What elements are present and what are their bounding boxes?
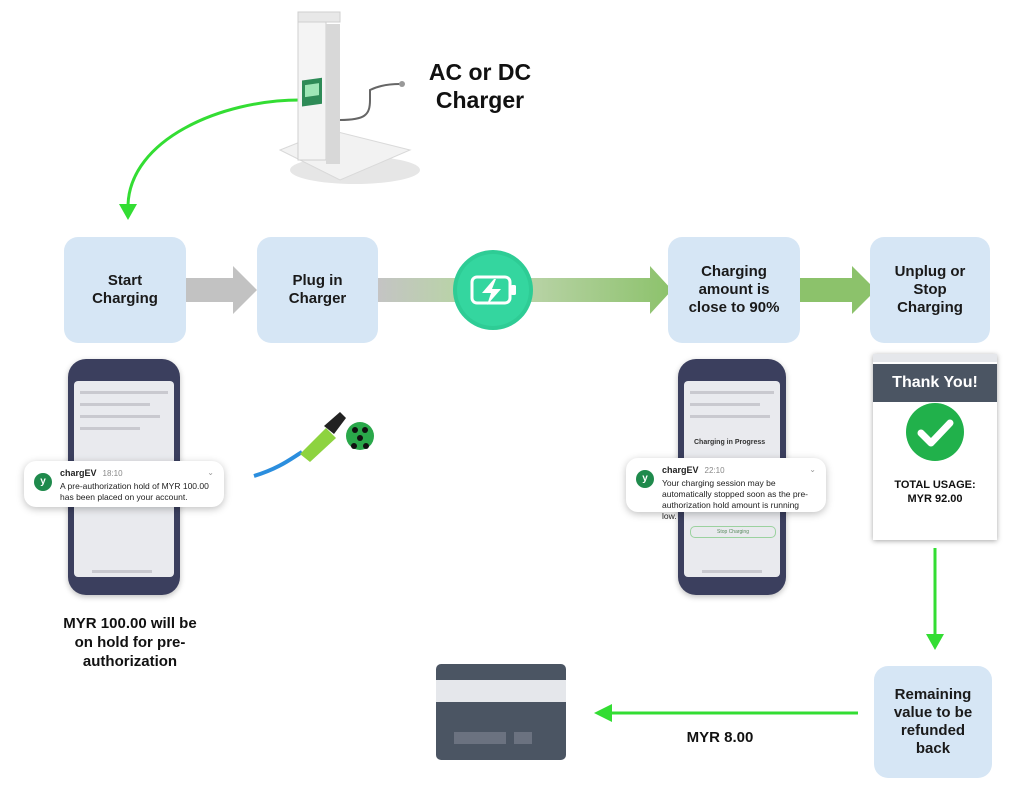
- charging-station-icon: [278, 11, 420, 184]
- charger-title: AC or DC Charger: [428, 59, 532, 113]
- notification-app-name: chargEV: [662, 465, 699, 475]
- chargev-logo-icon: y: [636, 470, 654, 488]
- charging-progress-heading: Charging in Progress: [694, 439, 766, 446]
- chevron-down-icon: ⌄: [207, 468, 214, 477]
- notification-message: A pre-authorization hold of MYR 100.00 h…: [60, 481, 209, 502]
- credit-card-icon: [436, 664, 566, 760]
- step-charging-amount: Charging amount is close to 90%: [668, 237, 800, 343]
- step-start-charging: Start Charging: [64, 237, 186, 343]
- total-usage: TOTAL USAGE: MYR 92.00: [873, 478, 997, 506]
- notification-time: 22:10: [704, 466, 725, 475]
- battery-charging-icon: [453, 250, 533, 330]
- preauth-notification: y chargEV 18:10 A pre-authorization hold …: [24, 461, 224, 507]
- step-unplug-stop: Unplug or Stop Charging: [870, 237, 990, 343]
- chevron-down-icon: ⌄: [809, 465, 816, 474]
- flow-arrow-4: [800, 266, 876, 314]
- refund-amount: MYR 8.00: [686, 729, 754, 746]
- stop-charging-button[interactable]: Stop Charging: [690, 526, 776, 538]
- step-unplug-stop-label: Unplug or Stop Charging: [894, 263, 966, 316]
- step-charging-amount-label: Charging amount is close to 90%: [688, 263, 780, 316]
- step-plug-in-charger-label: Plug in Charger: [288, 272, 347, 307]
- step-refund: Remaining value to be refunded back: [874, 666, 992, 778]
- notification-time: 18:10: [102, 469, 123, 478]
- ev-plug-icon: [253, 412, 374, 478]
- low-balance-notification: y chargEV 22:10 Your charging session may…: [626, 458, 826, 521]
- flow-arrow-3: [528, 266, 672, 314]
- flow-arrow-1: [186, 266, 257, 314]
- step-start-charging-label: Start Charging: [92, 272, 158, 307]
- notification-app-name: chargEV: [60, 468, 97, 478]
- step-refund-label: Remaining value to be refunded back: [893, 686, 973, 757]
- step-plug-in-charger: Plug in Charger: [257, 237, 378, 343]
- chargev-logo-icon: y: [34, 473, 52, 491]
- total-usage-value: MYR 92.00: [907, 493, 963, 505]
- hold-caption: MYR 100.00 will be on hold for pre-autho…: [63, 615, 197, 670]
- charger-to-start-arrow: [126, 98, 301, 206]
- thank-you-heading: Thank You!: [873, 364, 997, 402]
- thank-you-screen: Thank You! TOTAL USAGE: MYR 92.00: [873, 354, 997, 540]
- flow-bar-2: [378, 278, 458, 302]
- total-usage-label: TOTAL USAGE:: [894, 479, 976, 491]
- notification-message: Your charging session may be automatical…: [662, 478, 809, 521]
- checkmark-icon: [906, 403, 964, 461]
